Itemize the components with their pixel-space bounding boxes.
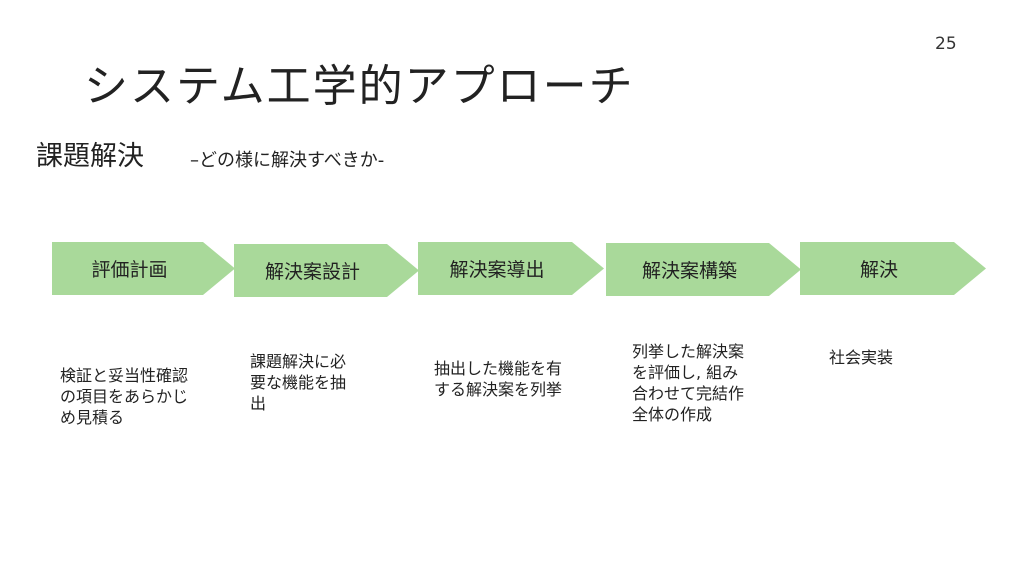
page-number: 25: [935, 34, 957, 54]
process-step-4: 解決案構築: [606, 243, 801, 296]
step-1-description: 検証と妥当性確認 の項目をあらかじ め見積る: [60, 366, 189, 427]
slide-title: システム工学的アプローチ: [84, 61, 635, 112]
process-step-3: 解決案導出: [418, 242, 604, 295]
process-step-2: 解決案設計: [234, 244, 419, 297]
step-5-description: 社会実装: [829, 348, 894, 367]
section-heading: 課題解決: [36, 141, 144, 172]
step-3-description: 抽出した機能を有 する解決案を列挙: [434, 359, 563, 399]
process-step-5: 解決: [800, 242, 986, 295]
step-2-description: 課題解決に必 要な機能を抽 出: [250, 352, 347, 413]
section-subheading: –どの様に解決すべきか-: [190, 150, 385, 171]
step-4-description: 列挙した解決案 を評価し, 組み 合わせて完結作 全体の作成: [632, 342, 745, 424]
process-step-1: 評価計画: [52, 242, 235, 295]
